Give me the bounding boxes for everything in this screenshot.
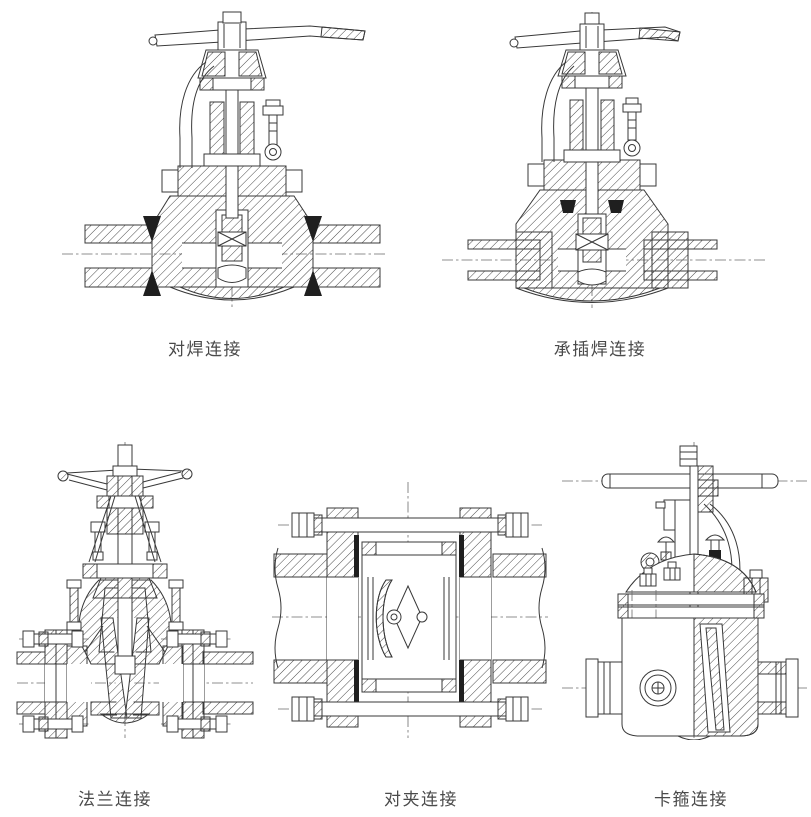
caption-clamp: 卡箍连接: [654, 790, 728, 809]
clamp-valve-drawing: [562, 442, 808, 741]
flange-valve-drawing: [16, 442, 254, 739]
caption-flange: 法兰连接: [78, 790, 152, 809]
butt-weld-valve-drawing: [62, 11, 388, 307]
figure-clamp-connection: [560, 440, 810, 745]
socket-weld-valve-drawing: [442, 12, 768, 308]
caption-socket-weld: 承插焊连接: [553, 340, 647, 359]
figure-wafer-connection: [270, 480, 550, 745]
caption-butt-weld: 对焊连接: [168, 340, 242, 359]
caption-wafer: 对夹连接: [384, 790, 458, 809]
figure-socket-weld-connection: [440, 10, 770, 315]
figure-butt-weld-connection: [60, 10, 390, 315]
figure-flange-connection: [15, 440, 255, 745]
wafer-valve-drawing: [272, 482, 548, 738]
